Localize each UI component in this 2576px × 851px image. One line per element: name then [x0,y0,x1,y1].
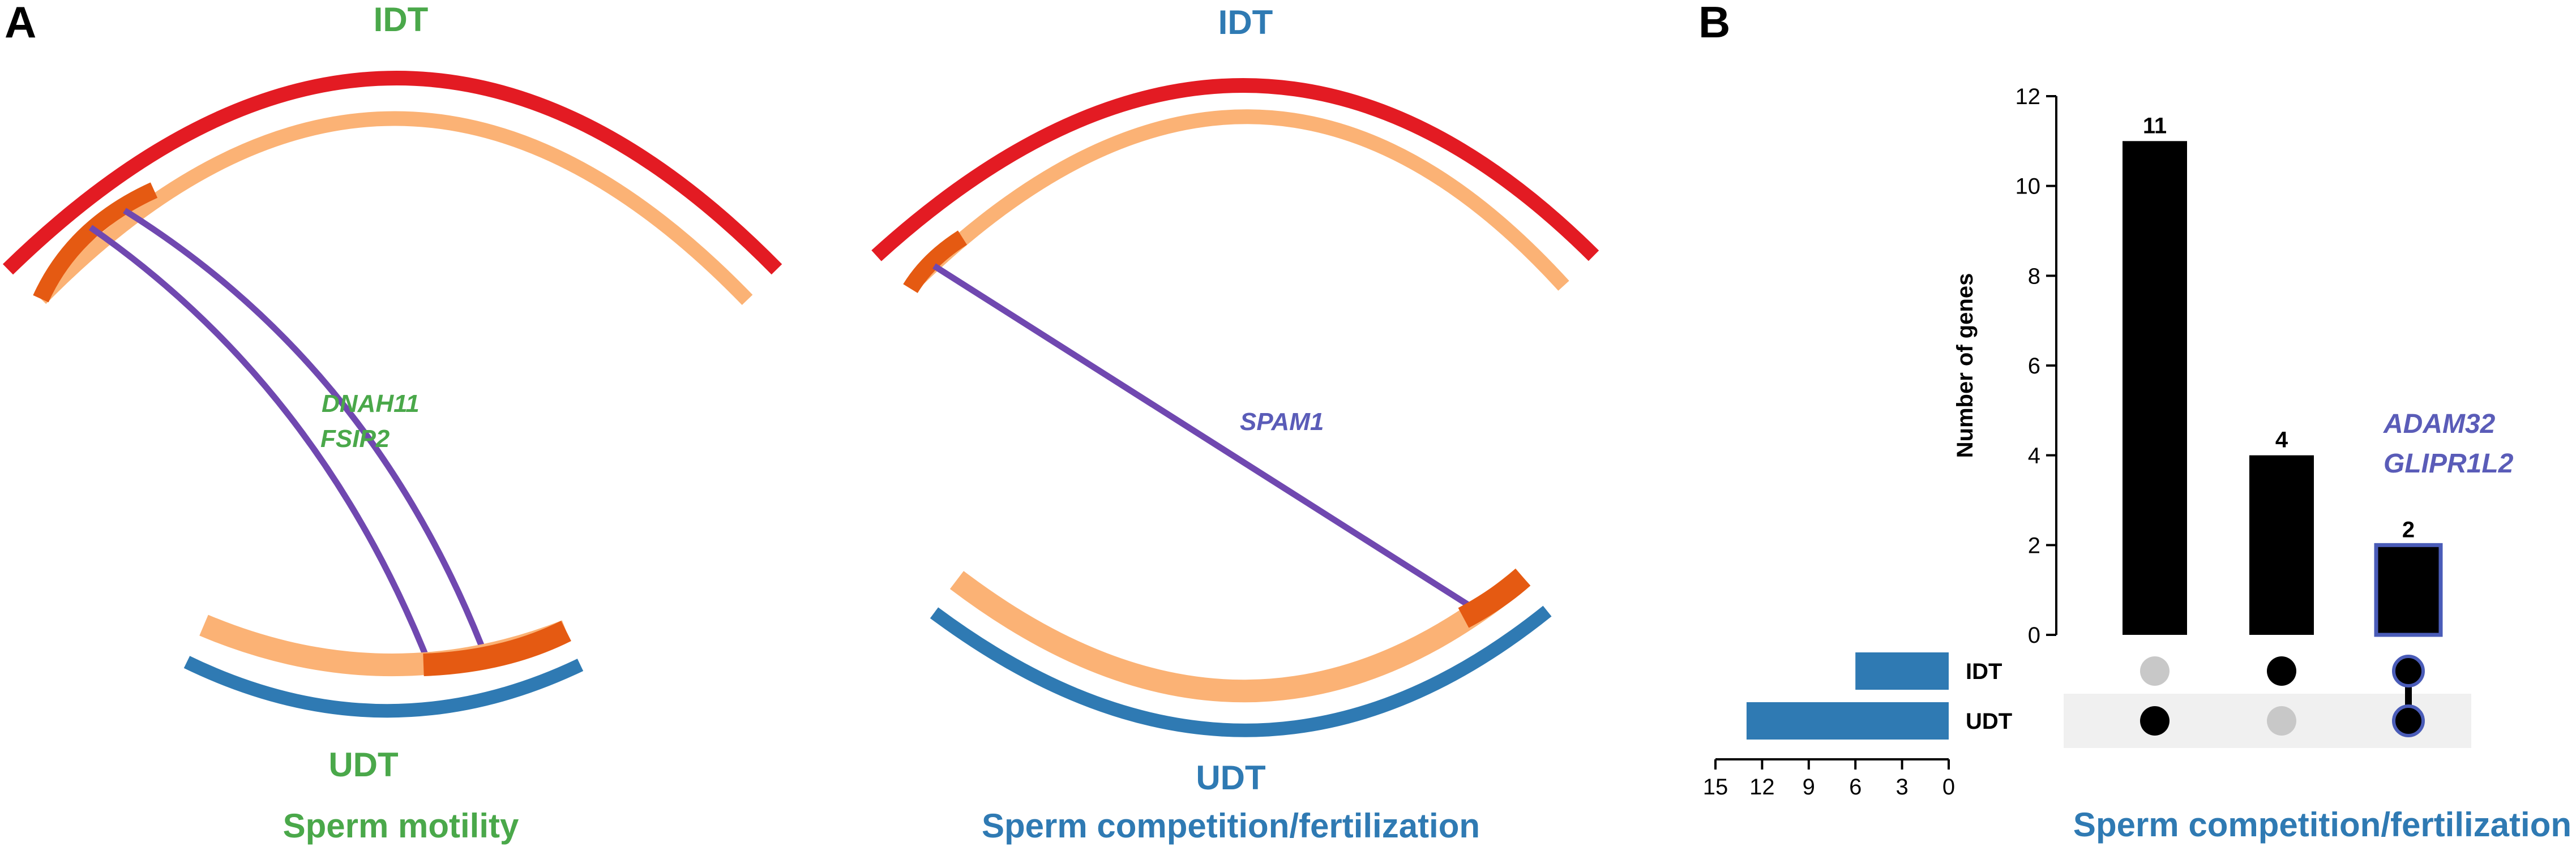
circos-left-inner-arc [35,111,753,306]
circos-left-top-label: IDT [374,1,429,38]
circos-left-gene-1: DNAH11 [322,390,420,418]
upset-matrix-dot [2140,656,2170,686]
circos-right-top-highlight [903,230,968,294]
circos-left-bottom-highlight [423,621,571,676]
upset-y-tick-label: 0 [2028,623,2040,648]
circos-left-udt-arc [183,656,584,718]
upset-set-size-tick-label: 6 [1849,775,1862,800]
panel-b-letter: B [1698,0,1730,47]
circos-left-caption: Sperm motility [283,807,519,845]
upset-y-tick-label: 4 [2028,444,2040,469]
upset-y-tick-label: 2 [2028,533,2040,558]
upset-bar-label: 4 [2275,428,2288,453]
upset-matrix [2064,655,2471,748]
upset-bars: 11 4 2 [2123,113,2443,637]
upset-bar-label: 2 [2402,517,2415,542]
upset-plot: 0 2 4 6 8 10 12 Number of genes 11 4 2 IDT UDT 15 1… [1703,84,2571,844]
upset-set-name: IDT [1966,659,2002,684]
circos-left-top-highlight [33,182,158,303]
upset-gene-annotation-1: ADAM32 [2383,409,2496,439]
upset-y-tick-label: 8 [2028,264,2040,289]
circos-right-gene-1: SPAM1 [1240,408,1324,436]
circos-right-udt-arc [930,605,1552,737]
upset-y-ticks: 0 2 4 6 8 10 12 [2016,84,2056,648]
upset-y-tick-label: 10 [2016,174,2041,199]
upset-set-size-tick-label: 15 [1703,775,1728,800]
circos-right-bottom-highlight [1458,568,1531,628]
upset-matrix-dot [2392,655,2425,687]
upset-caption: Sperm competition/fertilization [2073,806,2571,844]
circos-right-link [932,263,1471,608]
upset-bar [2123,141,2187,635]
circos-right-inner-arc [909,109,1569,291]
circos-left-bottom-label: UDT [328,746,398,784]
upset-set-size-bar [1746,702,1949,740]
circos-right-idt-arc [871,78,1599,261]
circos-right-bottom-label: UDT [1196,759,1265,797]
upset-y-tick-label: 6 [2028,354,2040,379]
upset-matrix-dot [2267,706,2296,736]
circos-left-link-1 [88,225,431,661]
upset-set-size-tick-label: 3 [1895,775,1908,800]
upset-y-axis-label: Number of genes [1953,273,1978,458]
upset-set-size-tick-label: 12 [1749,775,1775,800]
upset-bar-label: 11 [2143,113,2167,138]
upset-set-size-bar [1855,652,1949,690]
circos-right: IDT SPAM1 UDT Sperm competition/fertiliz… [871,3,1599,845]
upset-set-size-tick-label: 0 [1942,775,1955,800]
circos-left-gene-2: FSIP2 [320,425,390,453]
upset-matrix-dot [2392,704,2425,737]
upset-y-tick-label: 12 [2016,84,2041,109]
circos-right-top-label: IDT [1218,3,1273,41]
upset-set-size-bars: IDT UDT 15 12 9 6 3 0 [1703,652,2012,800]
circos-right-bottom-inner-arc [949,568,1530,703]
upset-set-size-tick-label: 9 [1803,775,1815,800]
circos-right-caption: Sperm competition/fertilization [982,807,1480,845]
panel-a-letter: A [5,0,36,47]
circos-left-link-2 [123,208,485,647]
circos-left: IDT DNAH11 FSIP2 UDT Sperm motility [2,1,782,845]
upset-bar [2374,543,2443,637]
upset-matrix-dot [2267,656,2296,686]
upset-bar [2249,455,2314,635]
upset-gene-annotation-2: GLIPR1L2 [2384,449,2514,479]
upset-matrix-dot [2140,706,2170,736]
circos-left-idt-arc [2,71,782,275]
upset-set-name: UDT [1966,709,2012,734]
